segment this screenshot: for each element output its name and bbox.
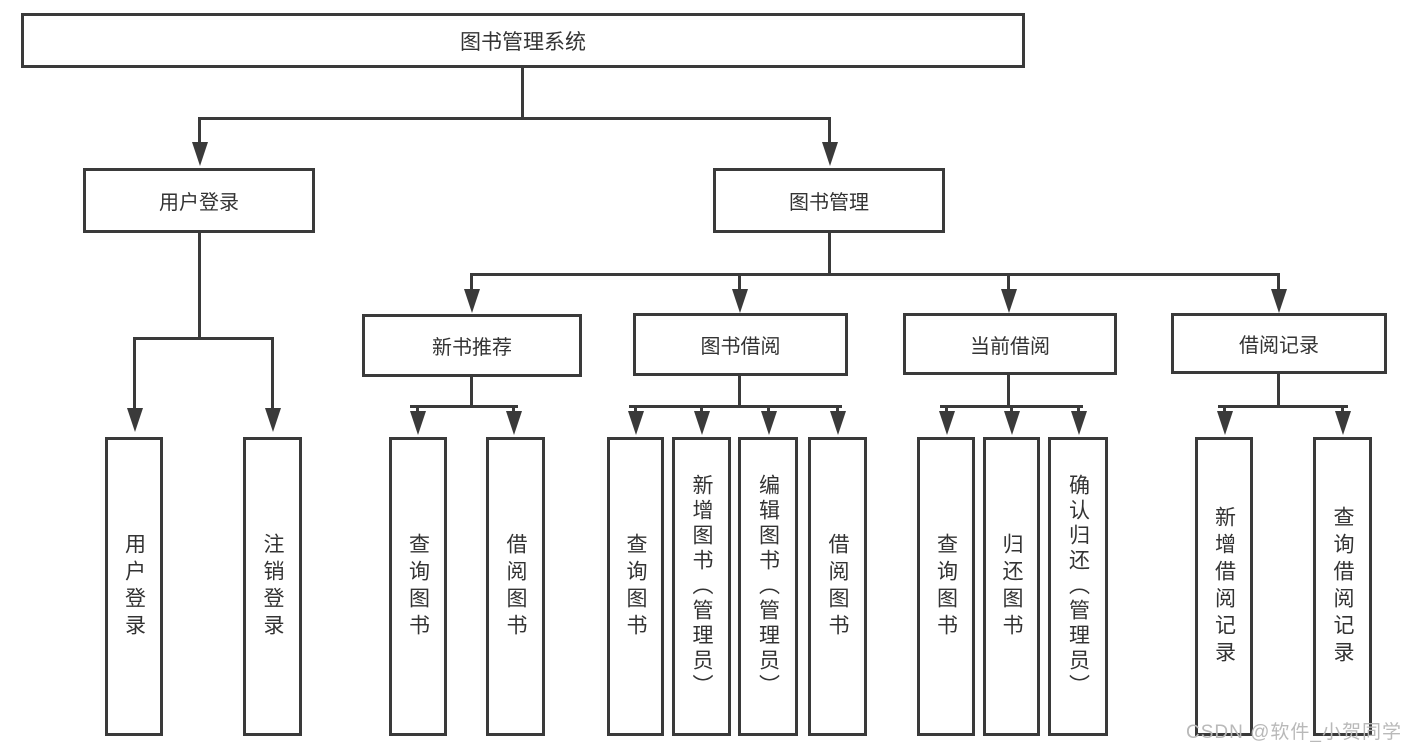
arrow-down-icon	[1071, 411, 1087, 435]
arrow-down-icon	[1217, 411, 1233, 435]
connector-bar	[1218, 405, 1348, 408]
connector-bar	[410, 405, 518, 408]
connector-leaf-shaft	[1010, 405, 1013, 413]
leaf-borrow-books-borrow: 借阅图书	[808, 437, 867, 736]
connector-leaf-shaft	[945, 405, 948, 413]
connector-user-login-drop	[198, 233, 201, 337]
connector-user-login-shaft	[198, 117, 201, 145]
leaf-query-books-current: 查询图书	[917, 437, 975, 736]
connector-leaf-shaft	[271, 337, 274, 409]
node-book-management: 图书管理	[713, 168, 945, 233]
connector-leaf-shaft	[1077, 405, 1080, 413]
leaf-query-books-recommend: 查询图书	[389, 437, 447, 736]
connector-leaf-shaft	[133, 337, 136, 409]
connector-leaf-shaft	[1007, 273, 1010, 291]
connector-level2-bar	[198, 117, 831, 120]
arrow-down-icon	[761, 411, 777, 435]
leaf-query-books-borrow: 查询图书	[607, 437, 664, 736]
leaf-logout: 注销登录	[243, 437, 302, 736]
connector-leaf-shaft	[1223, 405, 1226, 413]
connector-book-mgmt-shaft	[828, 117, 831, 145]
arrow-down-icon	[127, 408, 143, 432]
connector-leaf-shaft	[470, 273, 473, 291]
arrow-down-icon	[506, 411, 522, 435]
connector-level3-bar	[470, 273, 1280, 276]
arrow-down-icon	[628, 411, 644, 435]
connector-leaf-shaft	[634, 405, 637, 413]
connector-root-drop	[521, 68, 524, 120]
node-current-borrow: 当前借阅	[903, 313, 1117, 375]
arrow-down-icon	[830, 411, 846, 435]
node-root: 图书管理系统	[21, 13, 1025, 68]
connector-leaf-shaft	[738, 273, 741, 291]
connector-bar	[629, 405, 842, 408]
node-user-login: 用户登录	[83, 168, 315, 233]
connector-leaf-shaft	[512, 405, 515, 413]
connector-leaf-shaft	[1341, 405, 1344, 413]
leaf-user-login: 用户登录	[105, 437, 163, 736]
csdn-watermark: CSDN @软件_小贺同学	[1186, 722, 1402, 743]
connector-drop	[1007, 375, 1010, 407]
connector-leaf-shaft	[836, 405, 839, 413]
connector-leaf-shaft	[416, 405, 419, 413]
node-book-borrow: 图书借阅	[633, 313, 848, 376]
connector-leaf-shaft	[700, 405, 703, 413]
arrow-down-icon	[694, 411, 710, 435]
arrow-down-icon	[732, 289, 748, 313]
connector-drop	[1277, 374, 1280, 407]
node-new-book-recommend: 新书推荐	[362, 314, 582, 377]
leaf-query-borrow-record: 查询借阅记录	[1313, 437, 1372, 736]
arrow-down-icon	[939, 411, 955, 435]
arrow-down-icon	[822, 142, 838, 166]
arrow-down-icon	[192, 142, 208, 166]
arrow-down-icon	[1004, 411, 1020, 435]
connector-book-mgmt-drop	[828, 233, 831, 273]
connector-leaf-shaft	[1277, 273, 1280, 291]
arrow-down-icon	[410, 411, 426, 435]
arrow-down-icon	[1271, 289, 1287, 313]
leaf-return-book: 归还图书	[983, 437, 1040, 736]
leaf-confirm-return-admin: 确认归还（管理员）	[1048, 437, 1108, 736]
node-borrow-records: 借阅记录	[1171, 313, 1387, 374]
connector-drop	[470, 377, 473, 407]
leaf-add-book-admin: 新增图书（管理员）	[672, 437, 731, 736]
arrow-down-icon	[1001, 289, 1017, 313]
arrow-down-icon	[464, 289, 480, 313]
leaf-borrow-books-recommend: 借阅图书	[486, 437, 545, 736]
arrow-down-icon	[1335, 411, 1351, 435]
arrow-down-icon	[265, 408, 281, 432]
connector-user-login-bar	[133, 337, 274, 340]
leaf-edit-book-admin: 编辑图书（管理员）	[738, 437, 798, 736]
leaf-add-borrow-record: 新增借阅记录	[1195, 437, 1253, 736]
connector-drop	[738, 376, 741, 407]
connector-leaf-shaft	[767, 405, 770, 413]
